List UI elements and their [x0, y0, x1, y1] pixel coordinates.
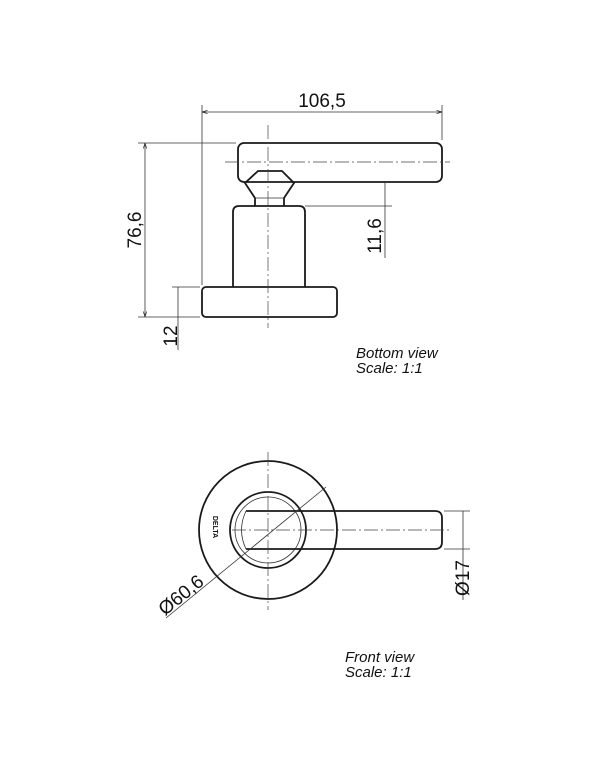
lever-diameter-dimension-label: Ø17: [453, 560, 474, 596]
neck-outline: [232, 205, 306, 287]
front-view-caption: Front view: [345, 649, 415, 666]
rose-base-outline: [201, 286, 338, 318]
width-dimension: 106,5: [201, 91, 443, 285]
rose-diameter-dimension-label: Ø60,6: [155, 571, 208, 620]
rose-thickness-dimension: 12: [161, 286, 200, 350]
lever-offset-dimension-label: 11,6: [365, 218, 386, 254]
height-dimension-label: 76,6: [125, 212, 146, 249]
width-dimension-label: 106,5: [298, 91, 346, 112]
brand-logo: DELTA: [211, 516, 218, 538]
lever-diameter-dimension: Ø17: [444, 510, 474, 600]
bottom-view-caption: Bottom view: [356, 345, 439, 362]
bottom-view: 106,5 76,6 11,6 12 Bottom view Scale: 1:…: [125, 91, 450, 377]
rose-thickness-dimension-label: 12: [161, 325, 182, 346]
lever-offset-dimension: 11,6: [305, 182, 392, 258]
front-view: DELTA Ø60,6 Ø17 Front view Scale: 1:1: [155, 452, 474, 681]
connector-outline: [243, 170, 296, 206]
front-view-scale: Scale: 1:1: [345, 664, 412, 681]
height-dimension: 76,6: [125, 142, 236, 318]
rose-diameter-dimension: Ø60,6: [155, 486, 327, 620]
lever-outline: [237, 142, 443, 183]
bottom-view-scale: Scale: 1:1: [356, 360, 423, 377]
